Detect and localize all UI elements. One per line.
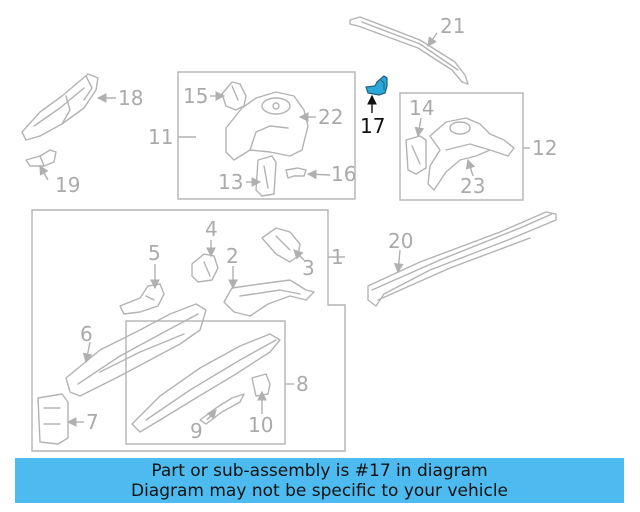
- part-3-bracket: [261, 227, 301, 263]
- callout-8: 8: [296, 372, 309, 396]
- callout-23: 23: [460, 174, 485, 198]
- part-20-side-sill: [367, 211, 557, 307]
- part-8-inner-member: [131, 333, 281, 433]
- group-box-12: [399, 92, 524, 201]
- callout-15: 15: [183, 84, 208, 108]
- info-banner: Part or sub-assembly is #17 in diagram D…: [15, 458, 624, 503]
- callout-9: 9: [190, 419, 203, 443]
- callout-20: 20: [388, 229, 413, 253]
- callout-11: 11: [148, 125, 173, 149]
- callout-1: 1: [331, 245, 344, 269]
- part-13-reinforcement: [255, 155, 277, 197]
- callout-14: 14: [409, 96, 434, 120]
- callout-7: 7: [86, 410, 99, 434]
- banner-line-disclaimer: Diagram may not be specific to your vehi…: [130, 480, 508, 501]
- part-7-plate: [37, 393, 69, 445]
- part-14-plate: [405, 135, 427, 175]
- callout-5: 5: [148, 241, 161, 265]
- part-5-bracket: [119, 283, 165, 315]
- callout-19: 19: [55, 173, 80, 197]
- part-22-strut-tower: [225, 91, 309, 161]
- callout-6: 6: [80, 322, 93, 346]
- callout-21: 21: [440, 14, 465, 38]
- part-23-rear-tower: [427, 117, 515, 191]
- part-4-bracket: [191, 253, 219, 283]
- part-15-bracket: [221, 81, 247, 111]
- group-box-11: [177, 71, 356, 200]
- part-9-bracket: [199, 393, 245, 425]
- callout-4: 4: [205, 217, 218, 241]
- part-19-small-bracket: [25, 149, 57, 167]
- part-21-upper-rail: [349, 16, 469, 85]
- banner-line-part-number: Part or sub-assembly is #17 in diagram: [151, 460, 488, 481]
- group-box-8: [125, 320, 286, 445]
- parts-diagram: 21 17 18 19 15 22 11 13 16 14 12 23 20 4…: [21, 14, 557, 452]
- callout-17: 17: [360, 114, 385, 138]
- group-box-1: [31, 209, 346, 452]
- part-2-rail-section: [223, 279, 315, 317]
- callout-3: 3: [302, 256, 315, 280]
- leader-lines: [39, 32, 530, 427]
- part-17-bracket: [365, 75, 388, 96]
- callout-22: 22: [318, 105, 343, 129]
- callout-12: 12: [532, 136, 557, 160]
- callout-2: 2: [226, 244, 239, 268]
- callout-10: 10: [248, 413, 273, 437]
- callout-18: 18: [118, 86, 143, 110]
- callout-13: 13: [218, 170, 243, 194]
- part-6-front-side-member: [65, 303, 207, 397]
- callout-16: 16: [331, 162, 356, 186]
- part-18-rail-extension: [21, 73, 99, 141]
- part-10-bracket: [251, 373, 271, 397]
- part-16-bracket: [285, 167, 307, 179]
